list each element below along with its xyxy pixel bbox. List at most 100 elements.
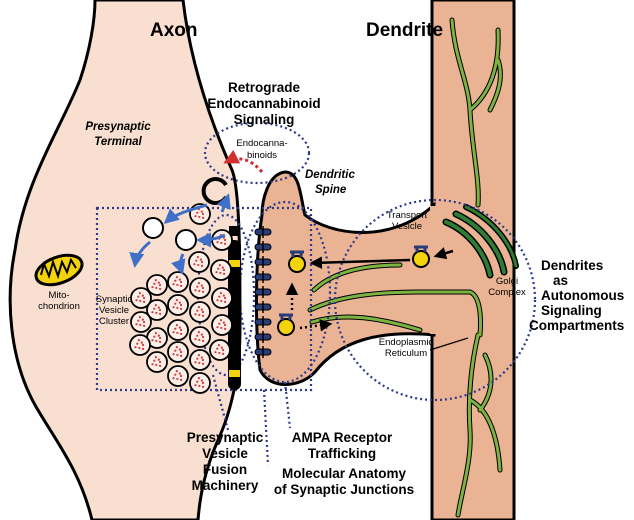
svg-text:Fusion: Fusion xyxy=(203,462,247,477)
synaptic-vesicle xyxy=(146,299,168,321)
synaptic-vesicle xyxy=(167,271,189,293)
retrograde-label: Retrograde Endocannabinoid Signaling xyxy=(207,80,320,127)
svg-text:Presynaptic: Presynaptic xyxy=(85,121,151,133)
synaptic-vesicle xyxy=(211,314,233,336)
svg-text:Transport: Transport xyxy=(387,210,428,221)
svg-text:Compartments: Compartments xyxy=(529,318,624,333)
svg-text:Machinery: Machinery xyxy=(192,478,259,493)
dendrites-compartments-label: Dendrites as Autonomous Signaling Compar… xyxy=(529,258,624,333)
synaptic-vesicle xyxy=(167,341,189,363)
synaptic-vesicle xyxy=(210,259,232,281)
synaptic-vesicle xyxy=(209,339,231,361)
svg-text:Endoplasmic: Endoplasmic xyxy=(379,337,434,348)
svg-text:Dendritic: Dendritic xyxy=(305,169,355,181)
svg-text:AMPA Receptor: AMPA Receptor xyxy=(292,430,393,445)
svg-text:as: as xyxy=(553,273,568,288)
trafficking-arrows xyxy=(285,247,454,332)
golgi-complex xyxy=(442,204,519,279)
molecular-anatomy-label: Molecular Anatomy of Synaptic Junctions xyxy=(274,466,414,497)
svg-text:Spine: Spine xyxy=(315,184,347,196)
transport-vesicles xyxy=(277,245,430,336)
ampa-receptors xyxy=(254,226,272,358)
svg-text:Autonomous: Autonomous xyxy=(541,288,624,303)
synaptic-vesicle xyxy=(167,365,189,387)
transport-vesicle-label: Transport Vesicle xyxy=(387,210,428,232)
svg-text:Endocannabinoid: Endocannabinoid xyxy=(207,96,320,111)
retrograde-region xyxy=(203,121,311,185)
svg-text:binoids: binoids xyxy=(247,150,277,161)
presynaptic-terminal-label: Presynaptic Terminal xyxy=(85,121,151,148)
svg-text:Dendrites: Dendrites xyxy=(541,258,603,273)
er-pointer xyxy=(429,337,469,351)
dendritic-compartment-region xyxy=(333,198,537,402)
empty-vesicle-2 xyxy=(175,229,197,251)
synaptic-vesicle xyxy=(129,334,151,356)
dendritic-spine-label: Dendritic Spine xyxy=(305,169,355,196)
svg-text:Terminal: Terminal xyxy=(94,136,142,148)
ampa-receptor xyxy=(254,301,272,313)
svg-text:Vesicle: Vesicle xyxy=(99,305,129,316)
endocannabinoids-label: Endocanna- binoids xyxy=(236,138,287,161)
svg-text:chondrion: chondrion xyxy=(38,301,80,312)
active-zone-label: Active Zone xyxy=(230,284,239,330)
ampa-receptor xyxy=(254,256,272,268)
ampa-receptor xyxy=(254,316,272,328)
synaptic-vesicle xyxy=(189,301,211,323)
svg-text:Cluster: Cluster xyxy=(99,316,129,327)
active-zone: Active Zone xyxy=(228,226,241,390)
synaptic-vesicle xyxy=(167,319,189,341)
synaptic-vesicle xyxy=(189,277,211,299)
svg-text:Signaling: Signaling xyxy=(541,303,602,318)
synaptic-vesicle xyxy=(130,311,152,333)
svg-text:Mito-: Mito- xyxy=(48,290,69,301)
ampa-trafficking-label: AMPA Receptor Trafficking xyxy=(292,430,393,461)
ampa-receptor xyxy=(254,226,272,238)
ampa-receptor xyxy=(254,331,272,343)
synaptic-vesicle xyxy=(189,349,211,371)
mitochondrion-label: Mito- chondrion xyxy=(38,290,80,312)
svg-text:Synaptic: Synaptic xyxy=(96,294,133,305)
synaptic-vesicle xyxy=(146,274,168,296)
axon-label: Axon xyxy=(150,20,198,41)
svg-text:Vesicle: Vesicle xyxy=(202,446,248,461)
synaptic-vesicle xyxy=(211,229,233,251)
ampa-receptor xyxy=(254,241,272,253)
axon-terminal-shape xyxy=(8,0,242,520)
svg-text:Signaling: Signaling xyxy=(234,112,295,127)
dendrite-label: Dendrite xyxy=(366,20,443,41)
svg-text:Vesicle: Vesicle xyxy=(392,221,422,232)
mitochondrion xyxy=(34,253,84,287)
ampa-receptor xyxy=(254,346,272,358)
ampa-receptor xyxy=(254,286,272,298)
synaptic-vesicle-cluster-label: Synaptic Vesicle Cluster xyxy=(96,294,133,327)
synaptic-vesicle xyxy=(146,351,168,373)
empty-vesicle xyxy=(142,217,164,239)
endoplasmic-reticulum-label: Endoplasmic Reticulum xyxy=(379,337,434,359)
synaptic-vesicle xyxy=(146,327,168,349)
synaptic-vesicle xyxy=(188,251,210,273)
synaptic-vesicle xyxy=(167,294,189,316)
synaptic-vesicle xyxy=(211,287,233,309)
ampa-receptor xyxy=(254,271,272,283)
svg-text:Molecular Anatomy: Molecular Anatomy xyxy=(282,466,407,481)
spine-neck-join xyxy=(430,206,436,334)
svg-text:Complex: Complex xyxy=(488,287,526,298)
svg-text:of Synaptic Junctions: of Synaptic Junctions xyxy=(274,482,414,497)
ampa-region xyxy=(238,200,332,384)
synaptic-vesicle xyxy=(189,326,211,348)
synaptic-vesicle xyxy=(189,372,211,394)
svg-text:Trafficking: Trafficking xyxy=(308,446,376,461)
svg-text:Endocanna-: Endocanna- xyxy=(236,138,287,149)
dendritic-spine-shape xyxy=(254,170,436,386)
recycling-arrows xyxy=(129,193,231,275)
svg-text:Retrograde: Retrograde xyxy=(228,80,301,95)
presynaptic-fusion-label: Presynaptic Vesicle Fusion Machinery xyxy=(187,430,264,493)
svg-text:Presynaptic: Presynaptic xyxy=(187,430,264,445)
golgi-complex-label: Golgi Complex xyxy=(488,276,526,298)
synaptic-vesicle xyxy=(130,287,152,309)
retrograde-arrow xyxy=(223,149,264,173)
svg-text:Golgi: Golgi xyxy=(496,276,518,287)
svg-text:Reticulum: Reticulum xyxy=(385,348,427,359)
fusion-region xyxy=(196,213,256,377)
